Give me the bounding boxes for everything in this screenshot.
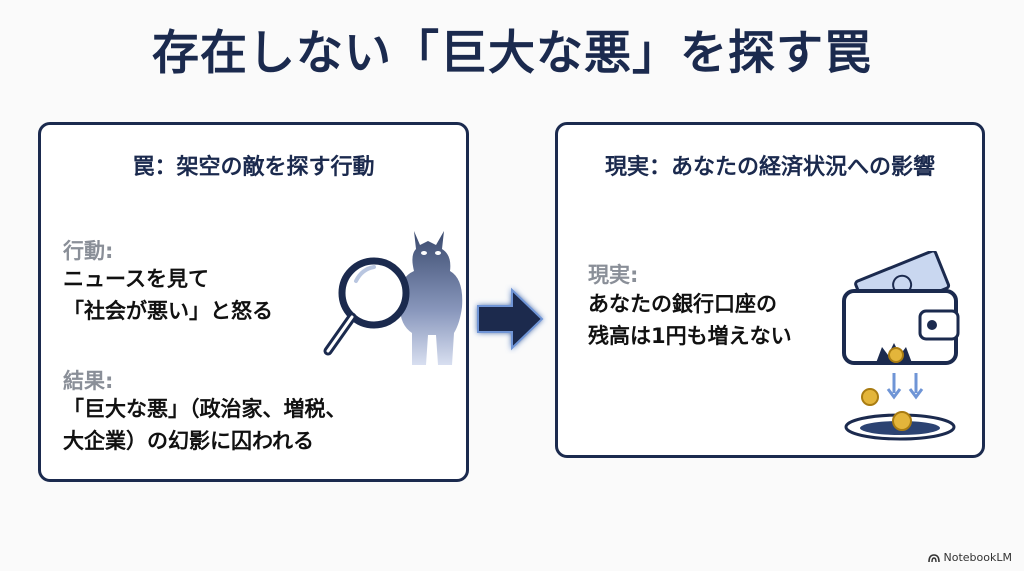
- reality-card-title: 現実：あなたの経済状況への影響: [604, 155, 935, 180]
- action-line-2: 「社会が悪い」と怒る: [63, 299, 273, 323]
- trap-card-title: 罠：架空の敵を探す行動: [132, 155, 375, 180]
- arrow-right-icon: [477, 287, 544, 351]
- reality-card: 現実：あなたの経済状況への影響 現実: あなたの銀行口座の 残高は1円も増えない: [555, 122, 985, 458]
- reality-text: あなたの銀行口座の 残高は1円も増えない: [588, 288, 792, 352]
- action-text: ニュースを見て 「社会が悪い」と怒る: [63, 263, 273, 327]
- result-text: 「巨大な悪」（政治家、増税、 大企業）の幻影に囚われる: [63, 393, 347, 457]
- brand-watermark: NotebookLM: [927, 551, 1012, 564]
- monster-magnifier-icon: [323, 231, 463, 365]
- empty-wallet-icon: [842, 251, 960, 441]
- notebooklm-logo-icon: [927, 553, 940, 562]
- action-label: 行動:: [63, 239, 114, 263]
- brand-label: NotebookLM: [943, 551, 1012, 564]
- trap-card: 罠：架空の敵を探す行動 行動: ニュースを見て 「社会が悪い」と怒る 結果: 「…: [38, 122, 469, 482]
- reality-line-2: 残高は1円も増えない: [588, 324, 792, 348]
- result-line-1: 「巨大な悪」（政治家、増税、: [63, 397, 347, 421]
- reality-label: 現実:: [588, 263, 639, 287]
- reality-line-1: あなたの銀行口座の: [588, 292, 777, 316]
- action-line-1: ニュースを見て: [63, 267, 209, 291]
- result-line-2: 大企業）の幻影に囚われる: [63, 429, 314, 453]
- result-label: 結果:: [63, 369, 114, 393]
- page-title: 存在しない「巨大な悪」を探す罠: [152, 26, 872, 81]
